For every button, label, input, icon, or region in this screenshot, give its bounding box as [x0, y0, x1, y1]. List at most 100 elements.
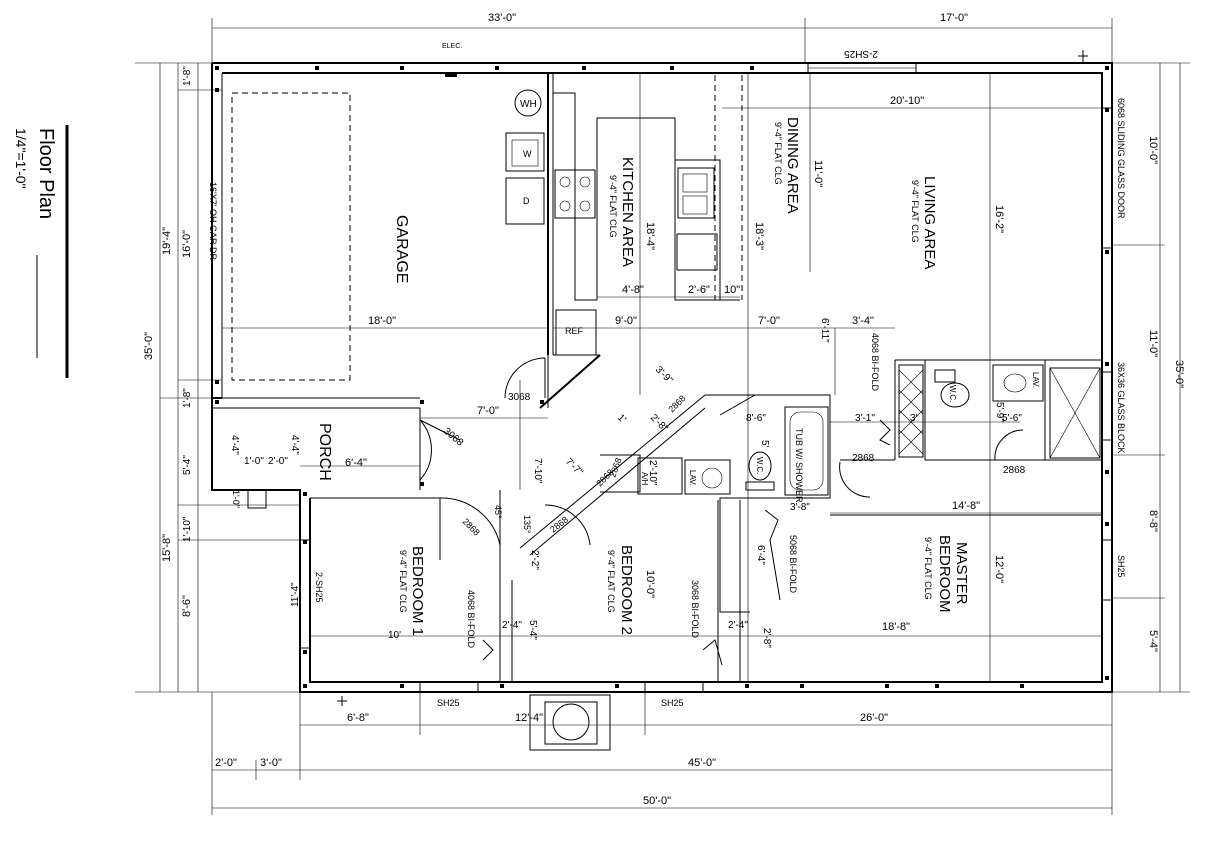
- bifold-master: [764, 509, 781, 601]
- dim-b2-2-4: 2'-4": [728, 620, 748, 631]
- dim-bottom-45: 45'-0": [688, 757, 716, 769]
- dim-mb-14-8: 14'-8": [952, 500, 980, 512]
- washer-icon: [505, 132, 545, 172]
- door-swing-b1: [439, 497, 501, 560]
- dim-hall-1: 1': [615, 412, 628, 425]
- dim-porch-1-0: 1'-0": [244, 456, 264, 467]
- window-right: [1101, 539, 1113, 601]
- dim-kit-10: 10": [724, 284, 740, 296]
- dim-right-35: 35'-0": [1173, 360, 1185, 388]
- door-swing-mbath: [839, 461, 871, 498]
- dining-ceiling: 9'-4" FLAT CLG: [773, 122, 783, 185]
- dim-hall-6-11: 6'-11": [819, 318, 830, 343]
- toilet-icon-bath2: [748, 451, 772, 481]
- dim-hall-9: 9'-0": [615, 315, 637, 327]
- dim-top-17: 17'-0": [940, 12, 968, 24]
- dimension-labels: 33'-0" 17'-0" 50'-0" 45'-0" 26'-0" 12'-4…: [143, 12, 1185, 807]
- dim-left-1-8a: 1'-8": [182, 66, 193, 86]
- bifold-4068-b1-label: 4068 BI-FOLD: [466, 590, 476, 649]
- dim-mb-6-4: 6'-4": [755, 545, 766, 565]
- plan-title: Floor Plan: [35, 128, 57, 219]
- wall-markers: [215, 66, 1109, 688]
- bedroom1-ceiling: 9'-4" FLAT CLG: [398, 550, 408, 613]
- linen-closet-hatch: [898, 364, 924, 458]
- refrigerator-label: REF: [565, 326, 584, 336]
- dimension-lines: [135, 18, 1190, 815]
- garage-fixtures: WH W D REF ELEC.: [442, 43, 597, 356]
- dim-bath-3-8: 3'-8": [790, 502, 810, 513]
- door-3068-garage: 3068: [508, 392, 531, 403]
- bedroom2-label: BEDROOM 2: [618, 545, 635, 635]
- dim-right-11: 11'-0": [1147, 330, 1159, 357]
- kitchen-label: KITCHEN AREA: [619, 157, 636, 267]
- water-heater-label: WH: [520, 99, 537, 110]
- kitchen-ceiling: 9'-4" FLAT CLG: [608, 175, 618, 238]
- living-label: LIVING AREA: [921, 176, 938, 269]
- door-swing-garage: [504, 357, 546, 399]
- air-handler-label: A/H: [640, 472, 649, 486]
- dim-b2-2-2: 2'-2": [529, 550, 540, 570]
- dim-mb-3-1: 3'-1": [855, 413, 875, 424]
- door-2868-b1: 2868: [461, 516, 482, 537]
- master-label-2: BEDROOM: [936, 535, 953, 613]
- dim-din-11: 11'-0": [812, 160, 824, 187]
- dim-mb-3: 3': [910, 413, 918, 424]
- refrigerator-icon: [555, 309, 597, 356]
- bedroom2-ceiling: 9'-4" FLAT CLG: [606, 550, 616, 613]
- dim-left-1-8b: 1'-8": [182, 388, 193, 408]
- wc-label-bath2: W.C.: [755, 457, 764, 474]
- lav-icon-bath2: [684, 459, 731, 495]
- doors: 3068 3068 2868 2868 2868 2868 2868 2868 …: [419, 333, 1026, 666]
- porch-step: [247, 489, 267, 509]
- sliding-door: [1101, 107, 1113, 249]
- dim-left-35: 35'-0": [143, 332, 155, 360]
- plan-scale: 1/4"=1'-0": [13, 128, 29, 189]
- dim-mb-12: 12'-0": [993, 555, 1005, 583]
- tub-label: TUB W/ SHOWER: [794, 428, 804, 503]
- dishwasher-icon: [676, 233, 718, 271]
- dim-mb-5-6: 5'-6": [1002, 413, 1022, 424]
- dim-garage-18: 18'-0": [368, 315, 396, 327]
- master-ceiling: 9'-4" FLAT CLG: [923, 537, 933, 600]
- bifold-3068-label: 3068 BI-FOLD: [690, 580, 700, 639]
- dim-left-11-4: 11'-4": [290, 582, 301, 607]
- dim-bottom-2: 2'-0": [215, 757, 237, 769]
- air-handler-icon: [637, 457, 683, 495]
- dim-porch-7: 7'-0": [477, 405, 499, 417]
- reference-markers: [337, 50, 1088, 706]
- dryer-label: D: [523, 196, 530, 206]
- dim-living-3-4: 3'-4": [852, 315, 874, 327]
- door-swing-wc: [994, 429, 1024, 461]
- dim-left-1-10: 1'-10": [182, 516, 193, 542]
- dim-hall-3-9: 3'-9": [653, 364, 675, 386]
- wc-label-master: W.C.: [948, 385, 957, 402]
- lav-icon-master: [992, 364, 1044, 402]
- electric-panel-icon: [445, 72, 457, 77]
- master-label-1: MASTER: [953, 542, 970, 605]
- sink-icon: [677, 167, 715, 219]
- garage-door-label: 16'X7' OH GAR DR: [208, 182, 218, 260]
- dim-top-33: 33'-0": [488, 12, 516, 24]
- electric-panel-label: ELEC.: [442, 43, 462, 50]
- shower-master: [1049, 367, 1101, 459]
- window-right-label: SH25: [1116, 555, 1126, 578]
- dim-b1-10: 10': [388, 630, 401, 641]
- window-left: [299, 539, 311, 649]
- glass-block: [1101, 371, 1113, 441]
- door-swing-porch: [419, 419, 461, 481]
- dim-porch-2-0: 2'-0": [268, 456, 288, 467]
- dim-bottom-3: 3'-0": [260, 757, 282, 769]
- dim-left-5-4: 5'-4": [182, 455, 193, 475]
- room-labels: GARAGE 16'X7' OH GAR DR KITCHEN AREA 9'-…: [208, 117, 970, 636]
- door-3068-porch: 3068: [441, 426, 465, 449]
- dim-right-8-8: 8'-8": [1147, 510, 1159, 532]
- tub-icon: [784, 406, 829, 496]
- door-swing-b2: [544, 504, 591, 546]
- dim-b1-45: 45°: [493, 505, 503, 519]
- dim-bath-8-6: 8'-6": [746, 413, 766, 424]
- dim-ah-2-10: 2'-10": [647, 460, 658, 486]
- toilet-tank-master: [934, 369, 956, 383]
- window-bottom-right: [644, 681, 704, 693]
- water-heater-icon: [514, 89, 542, 117]
